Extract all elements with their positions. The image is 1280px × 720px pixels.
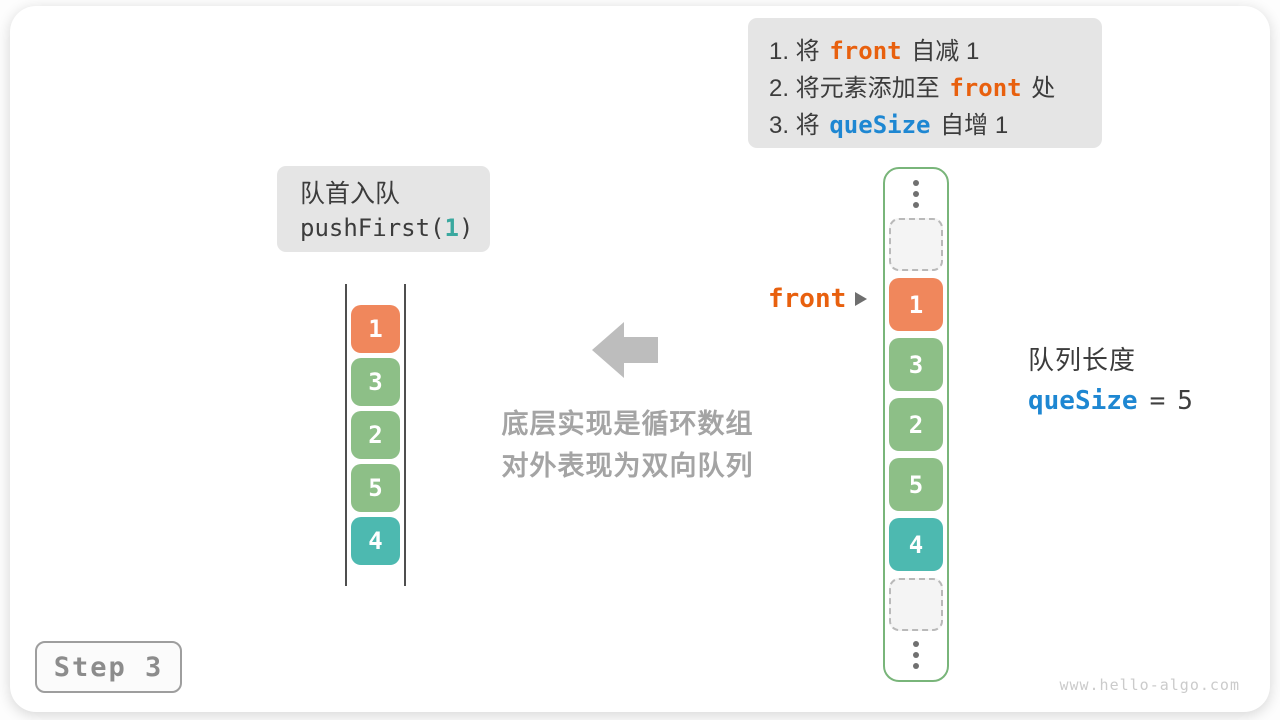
quesize-variable: queSize: [829, 111, 931, 139]
queue-cell: 1: [351, 305, 400, 353]
operation-steps-note: 1. 将 front 自减 1 2. 将元素添加至 front 处 3. 将 q…: [748, 18, 1102, 148]
queue-length: 队列长度 queSize = 5: [1028, 340, 1193, 416]
empty-slot: [889, 578, 943, 631]
queue-cell: 3: [351, 358, 400, 406]
queue-cell: 5: [351, 464, 400, 512]
quesize-value: 5: [1177, 386, 1193, 416]
ellipsis-icon: [889, 177, 943, 211]
operation-code: pushFirst(1): [300, 214, 474, 242]
step-badge: Step 3: [35, 641, 182, 693]
right-arrowhead-icon: [855, 292, 868, 306]
left-arrow-icon: [592, 322, 658, 378]
operation-label: 队首入队 pushFirst(1): [277, 166, 490, 252]
front-pointer: front: [768, 284, 868, 314]
queue-cell: 2: [351, 411, 400, 459]
array-cell: 4: [889, 518, 943, 571]
empty-slot: [889, 218, 943, 271]
ellipsis-icon: [889, 638, 943, 672]
note-line-3: 3. 将 queSize 自增 1: [769, 111, 1009, 139]
array-cell: 1: [889, 278, 943, 331]
equals-sign: =: [1149, 386, 1166, 416]
implementation-note: 底层实现是循环数组 对外表现为双向队列: [501, 409, 754, 481]
quesize-variable: queSize: [1028, 386, 1138, 416]
push-argument: 1: [444, 214, 459, 242]
note-line-2: 2. 将元素添加至 front 处: [769, 74, 1056, 102]
circular-array: 1 3 2 5 4: [883, 167, 949, 682]
abstract-queue: 1 3 2 5 4: [345, 284, 406, 586]
array-cell: 2: [889, 398, 943, 451]
array-cell: 5: [889, 458, 943, 511]
front-pointer-label: front: [768, 284, 847, 314]
front-variable: front: [949, 74, 1022, 102]
queue-length-title: 队列长度: [1028, 345, 1137, 375]
front-variable: front: [829, 37, 902, 65]
operation-title: 队首入队: [300, 180, 401, 208]
array-cell: 3: [889, 338, 943, 391]
watermark: www.hello-algo.com: [1059, 676, 1240, 694]
note-line-1: 1. 将 front 自减 1: [769, 37, 980, 65]
queue-cell: 4: [351, 517, 400, 565]
queue-length-value-line: queSize = 5: [1028, 386, 1193, 416]
